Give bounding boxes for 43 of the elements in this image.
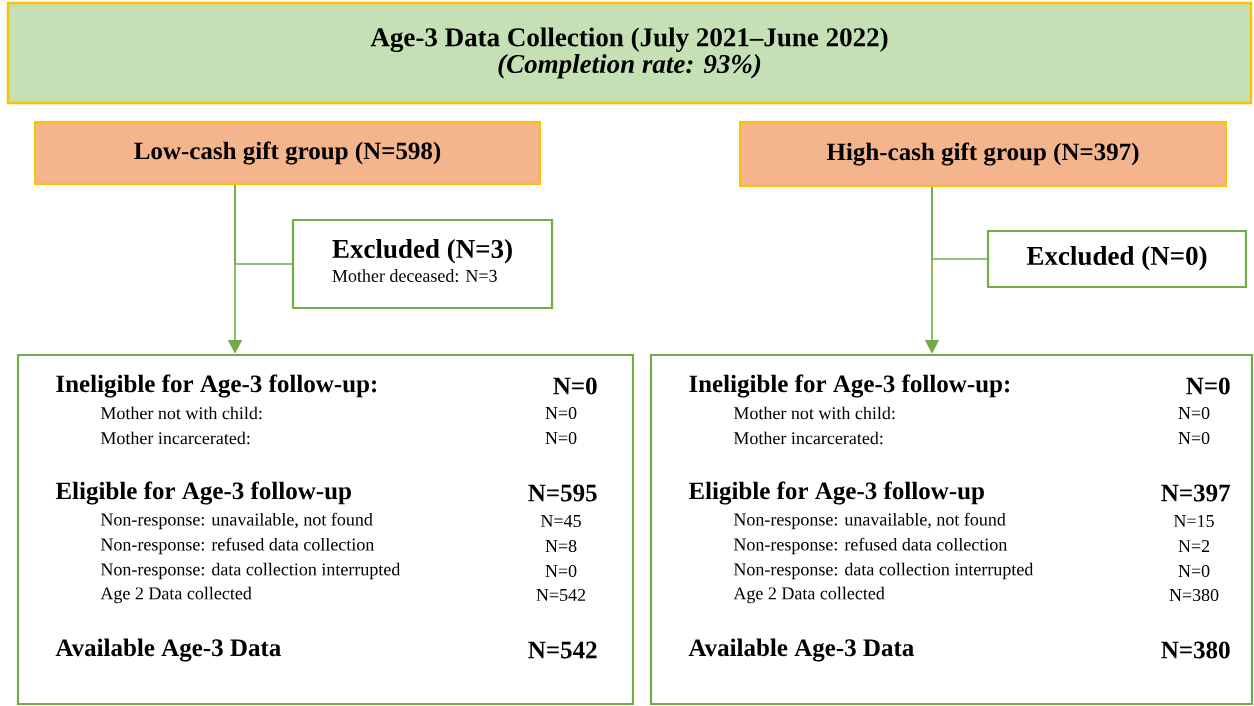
count-value: N=0: [545, 431, 577, 445]
count-value: N=380: [1169, 588, 1219, 602]
exclusion-box: Excluded (N=0): [986, 229, 1248, 289]
count-value: N=8: [545, 539, 577, 553]
count-value: N=0: [1178, 431, 1210, 445]
row-heading: Eligible for Age-3 follow-up: [688, 481, 984, 505]
count-value: N=397: [1161, 484, 1230, 502]
count-value: N=0: [1186, 377, 1230, 395]
row-heading: Eligible for Age-3 follow-up: [55, 481, 351, 505]
count-value: N=15: [1173, 514, 1214, 528]
row-heading: Available Age-3 Data: [688, 638, 914, 662]
count-value: N=542: [536, 588, 586, 602]
row-label: Mother incarcerated:: [733, 431, 883, 445]
count-value: N=0: [1178, 564, 1210, 578]
row-label: Non-response: unavailable, not found: [733, 512, 1006, 530]
row-label: Non-response: unavailable, not found: [100, 512, 373, 530]
count-value: N=45: [540, 514, 581, 527]
connector: [234, 184, 293, 265]
row-label: Mother not with child:: [100, 406, 262, 420]
group-box: High-cash gift group (N=397): [739, 121, 1227, 187]
count-value: N=0: [1178, 406, 1210, 420]
row-label: Non-response: data collection interrupted: [733, 562, 1034, 580]
count-value: N=0: [553, 377, 597, 395]
row-label: Non-response: refused data collection: [100, 537, 375, 555]
row-heading: Available Age-3 Data: [55, 638, 281, 662]
count-value: N=595: [528, 484, 597, 502]
count-value: N=0: [545, 406, 577, 420]
count-value: N=380: [1161, 641, 1230, 659]
count-value: N=2: [1178, 540, 1210, 552]
row-label: Non-response: refused data collection: [733, 537, 1008, 555]
row-heading: Ineligible for Age-3 follow-up:: [689, 374, 1010, 398]
row-label: Mother not with child:: [733, 406, 895, 420]
group-box: Low-cash gift group (N=598): [34, 121, 541, 185]
row-label: Age 2 Data collected: [733, 586, 885, 604]
connector: [931, 186, 988, 260]
row-heading: Ineligible for Age-3 follow-up:: [56, 374, 377, 398]
title-box: Age-3 Data Collection (July 2021–June 2022) (Completion rate: 93%): [6, 1, 1253, 105]
exclusion-box: Excluded (N=3) Mother deceased: N=3: [291, 218, 554, 310]
row-label: Non-response: data collection interrupted: [100, 562, 401, 580]
row-label: Age 2 Data collected: [100, 586, 252, 604]
row-label: Mother incarcerated:: [100, 431, 250, 445]
count-value: N=0: [545, 564, 577, 578]
count-value: N=542: [528, 641, 597, 659]
